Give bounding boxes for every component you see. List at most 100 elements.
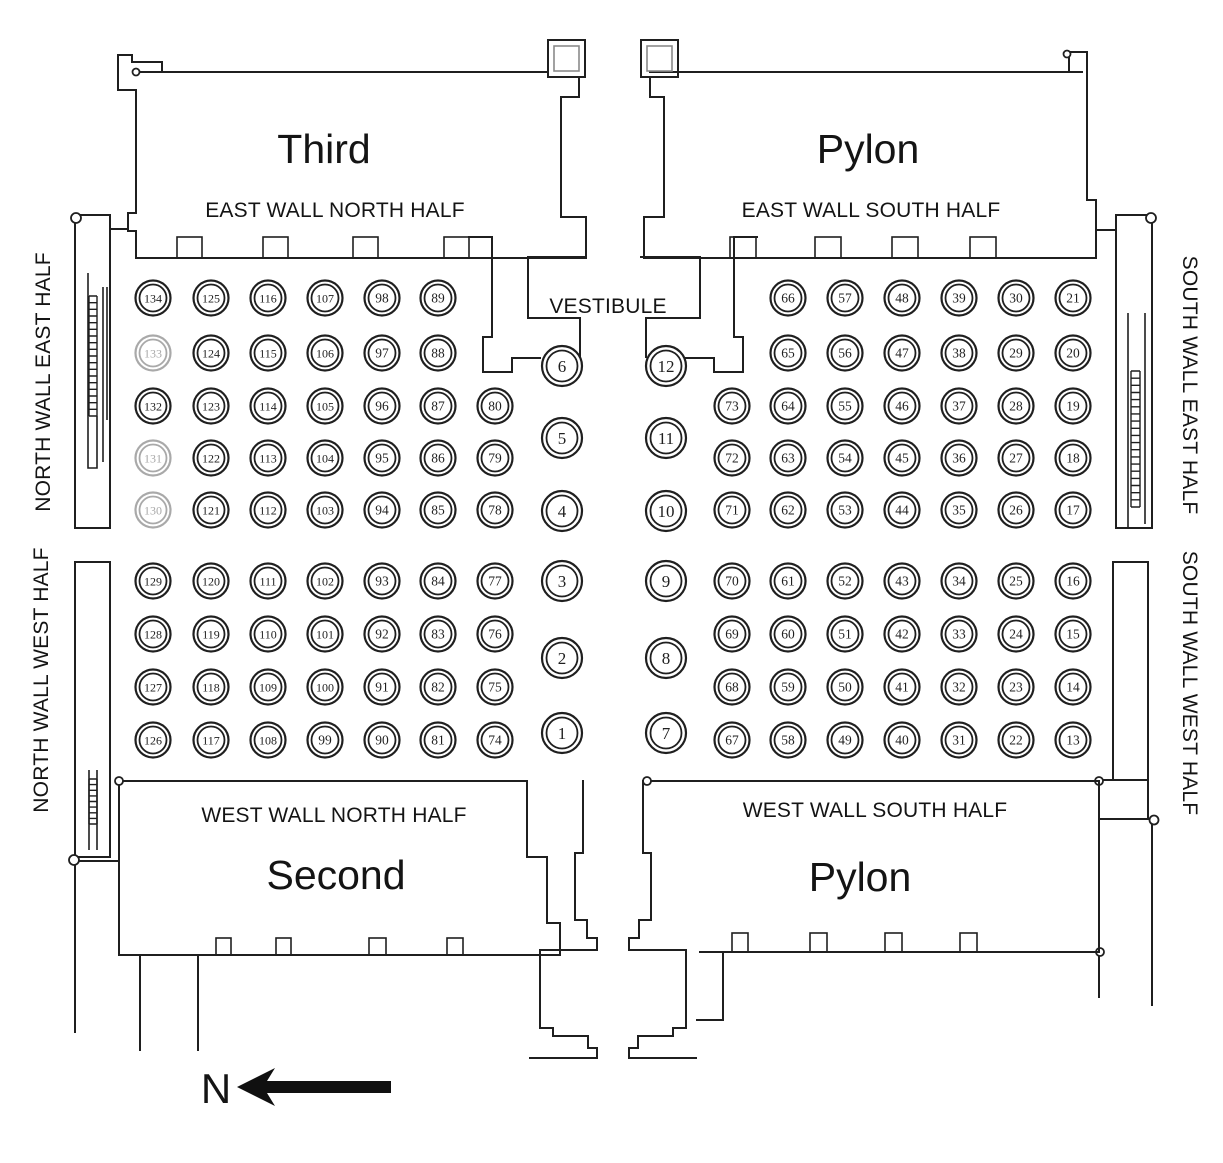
column-118: 118 [192,668,230,706]
column-number: 132 [144,400,162,414]
column-42: 42 [883,615,921,653]
vestibule-outline [527,256,701,358]
north-arrow-icon [237,1068,391,1106]
column-113: 113 [249,439,287,477]
column-number: 5 [558,429,567,448]
column-number: 116 [259,292,277,306]
column-number: 98 [375,291,389,306]
column-124: 124 [192,334,230,372]
column-number: 38 [952,346,966,361]
column-number: 28 [1009,399,1023,414]
column-number: 113 [259,452,277,466]
column-number: 32 [952,680,966,695]
column-88: 88 [419,334,457,372]
column-number: 96 [375,399,389,414]
column-34: 34 [940,562,978,600]
column-40: 40 [883,721,921,759]
column-93: 93 [363,562,401,600]
column-53: 53 [826,491,864,529]
column-50: 50 [826,668,864,706]
column-number: 130 [144,504,162,518]
column-number: 53 [838,503,852,518]
column-number: 94 [375,503,389,518]
column-number: 80 [488,399,502,414]
column-number: 107 [316,292,334,306]
column-number: 125 [202,292,220,306]
column-69: 69 [713,615,751,653]
column-51: 51 [826,615,864,653]
column-number: 84 [431,574,445,589]
column-number: 48 [895,291,909,306]
column-52: 52 [826,562,864,600]
column-number: 104 [316,452,334,466]
column-number: 106 [316,347,334,361]
column-16: 16 [1054,562,1092,600]
north-tower [547,39,586,78]
column-number: 3 [558,572,567,591]
door-socket-icon [642,776,652,786]
column-1: 1 [540,711,584,755]
column-98: 98 [363,279,401,317]
column-112: 112 [249,491,287,529]
column-number: 20 [1066,346,1080,361]
north-wall-east-outline [74,214,111,529]
column-36: 36 [940,439,978,477]
column-number: 24 [1009,627,1023,642]
column-number: 92 [375,627,389,642]
south-tower [640,39,679,78]
label-second-pylon: Second [266,852,405,898]
column-number: 6 [558,357,567,376]
column-number: 71 [725,503,739,518]
column-number: 114 [259,400,277,414]
column-21: 21 [1054,279,1092,317]
staircase-icon [1130,370,1141,508]
column-number: 68 [725,680,739,695]
column-number: 89 [431,291,445,306]
column-number: 105 [316,400,334,414]
label-east-wall-south-half: EAST WALL SOUTH HALF [742,199,1001,222]
column-64: 64 [769,387,807,425]
column-129: 129 [134,562,172,600]
column-125: 125 [192,279,230,317]
column-46: 46 [883,387,921,425]
column-number: 64 [781,399,795,414]
column-number: 91 [375,680,389,695]
column-78: 78 [476,491,514,529]
northeast-pylon-outline [643,51,1097,259]
column-134: 134 [134,279,172,317]
column-number: 37 [952,399,966,414]
column-127: 127 [134,668,172,706]
column-number: 18 [1066,451,1080,466]
column-128: 128 [134,615,172,653]
column-number: 88 [431,346,445,361]
column-60: 60 [769,615,807,653]
column-82: 82 [419,668,457,706]
column-24: 24 [997,615,1035,653]
column-102: 102 [306,562,344,600]
column-17: 17 [1054,491,1092,529]
column-84: 84 [419,562,457,600]
column-120: 120 [192,562,230,600]
column-108: 108 [249,721,287,759]
label-east-wall-north-half: EAST WALL NORTH HALF [205,199,465,222]
column-number: 54 [838,451,852,466]
gateway-jamb-south [628,780,697,1059]
column-number: 15 [1066,627,1080,642]
column-59: 59 [769,668,807,706]
column-number: 16 [1066,574,1080,589]
column-19: 19 [1054,387,1092,425]
staircase-icon [88,295,98,417]
column-111: 111 [249,562,287,600]
column-101: 101 [306,615,344,653]
column-number: 33 [952,627,966,642]
door-socket-icon [1145,212,1157,224]
column-number: 131 [144,452,162,466]
stairs [88,295,1141,825]
labels: Third Pylon EAST WALL NORTH HALF EAST WA… [30,126,1201,900]
column-74: 74 [476,721,514,759]
column-number: 49 [838,733,852,748]
label-vestibule: VESTIBULE [549,295,666,318]
label-north-wall-west-half: NORTH WALL WEST HALF [30,547,53,812]
